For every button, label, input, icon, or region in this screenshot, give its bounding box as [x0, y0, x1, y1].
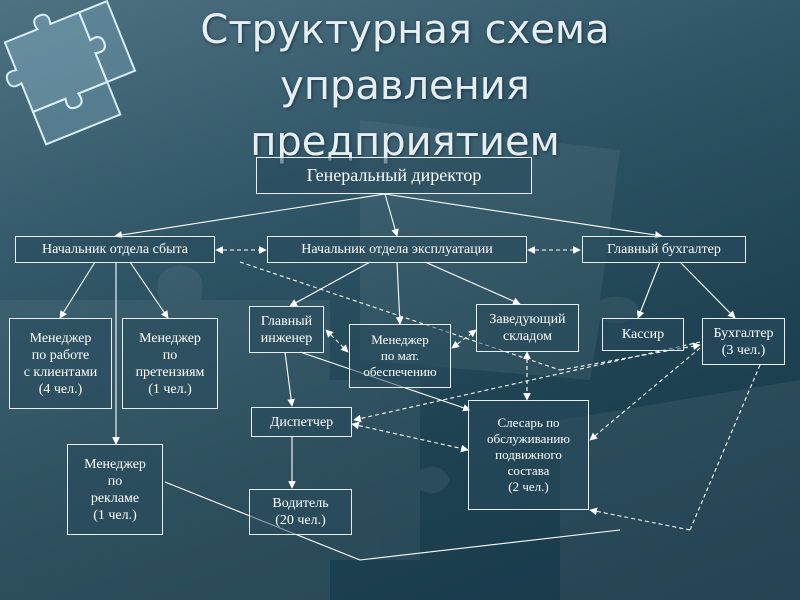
mgr-clients-box: Менеджер по работе с клиентами (4 чел.)	[9, 318, 112, 409]
mgr-claims-box: Менеджер по претензиям (1 чел.)	[122, 318, 218, 409]
dispatcher-label: Диспетчер	[269, 414, 334, 430]
director-box: Генеральный директор	[256, 157, 532, 194]
driver-line: (20 чел.)	[275, 513, 326, 528]
mgr-claims-line: (1 чел.)	[148, 381, 192, 397]
mechanic-line: обслуживанию	[486, 431, 570, 446]
mechanic-line: (2 чел.)	[508, 479, 549, 494]
slide-title: Структурная схема управления предприятие…	[150, 2, 660, 170]
director-label: Генеральный директор	[306, 165, 482, 185]
chief-accountant-box: Главный бухгалтер	[582, 236, 746, 263]
driver-box: Водитель (20 чел.)	[249, 489, 352, 535]
mgr-claims-line: Менеджер	[139, 330, 201, 346]
ops-head-box: Начальник отдела эксплуатации	[267, 236, 527, 263]
mgr-ads-line: по	[107, 473, 123, 489]
puzzle-pieces-icon	[3, 0, 137, 146]
cashier-label: Кассир	[621, 327, 665, 342]
cashier-box: Кассир	[602, 318, 684, 351]
mgr-ads-line: рекламе	[90, 490, 140, 506]
title-line: управления	[280, 63, 530, 109]
mgr-clients-line: Менеджер	[29, 330, 92, 346]
warehouse-head-line: Заведующий	[489, 312, 566, 327]
mgr-clients-line: (4 чел.)	[38, 381, 83, 397]
mechanic-box: Слесарь по обслуживанию подвижного соста…	[468, 400, 589, 510]
mgr-ads-box: Менеджер по рекламе (1 чел.)	[67, 444, 163, 535]
chief-engineer-line: Главный	[260, 313, 313, 329]
mgr-supply-box: Менеджер по мат. обеспечению	[349, 324, 451, 388]
accountant-line: (3 чел.)	[721, 342, 766, 358]
ops-head-label: Начальник отдела эксплуатации	[301, 242, 493, 257]
mgr-claims-line: по	[162, 347, 178, 363]
driver-line: Водитель	[272, 496, 329, 511]
mgr-ads-line: (1 чел.)	[93, 507, 137, 523]
warehouse-head-line: складом	[503, 329, 552, 344]
title-line: Структурная схема	[200, 7, 610, 53]
warehouse-head-box: Заведующий складом	[476, 304, 579, 352]
accountant-box: Бухгалтер (3 чел.)	[702, 318, 785, 365]
mechanic-line: Слесарь по	[497, 415, 560, 430]
sales-head-box: Начальник отдела сбыта	[15, 236, 215, 263]
chief-accountant-label: Главный бухгалтер	[607, 242, 721, 257]
mgr-clients-line: с клиентами	[23, 364, 98, 380]
mgr-ads-line: Менеджер	[84, 456, 146, 472]
dispatcher-box: Диспетчер	[251, 407, 352, 437]
accountant-line: Бухгалтер	[713, 325, 774, 341]
chief-engineer-line: инженер	[260, 330, 313, 346]
mgr-supply-line: Менеджер	[371, 332, 429, 347]
chief-engineer-box: Главный инженер	[249, 306, 324, 353]
mechanic-line: подвижного	[495, 447, 562, 462]
mgr-clients-line: по работе	[31, 347, 90, 363]
mgr-claims-line: претензиям	[135, 364, 205, 380]
sales-head-label: Начальник отдела сбыта	[41, 242, 188, 257]
mgr-supply-line: обеспечению	[363, 364, 437, 379]
mgr-supply-line: по мат.	[380, 348, 420, 363]
mechanic-line: состава	[507, 463, 550, 478]
